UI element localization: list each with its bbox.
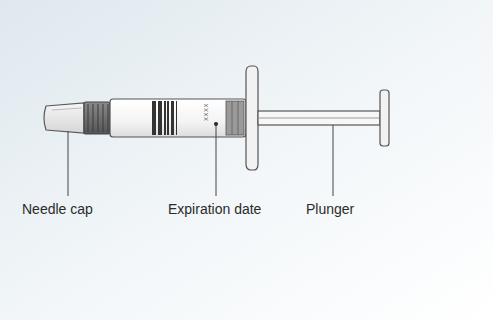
hub-rib bbox=[88, 104, 89, 132]
plunger-rod bbox=[258, 111, 380, 125]
needle-hub bbox=[84, 102, 110, 134]
hub-rib bbox=[93, 104, 94, 132]
barcode-bar bbox=[168, 101, 169, 135]
barcode-bar bbox=[173, 101, 174, 135]
barcode-bar bbox=[158, 101, 160, 135]
part-label: Needle cap bbox=[22, 201, 93, 218]
leader-line bbox=[216, 124, 217, 196]
part-label: Expiration date bbox=[168, 201, 261, 218]
hub-rib bbox=[103, 104, 104, 132]
barcode-bar bbox=[155, 101, 156, 135]
needle-cap bbox=[44, 103, 84, 133]
stopper-rib bbox=[232, 101, 233, 135]
leader-line bbox=[68, 131, 69, 196]
rod-rib bbox=[258, 118, 380, 119]
syringe-barrel bbox=[110, 99, 246, 137]
barcode-bar bbox=[176, 101, 177, 135]
hub-rib bbox=[98, 104, 99, 132]
barcode-bar bbox=[167, 101, 168, 135]
finger-flange bbox=[246, 66, 258, 170]
cap-highlight bbox=[52, 108, 82, 110]
barcode-bar bbox=[160, 101, 161, 135]
leader-line bbox=[333, 125, 334, 196]
barcode-bar bbox=[152, 101, 154, 135]
hub-ribs bbox=[88, 104, 108, 132]
barcode-bar bbox=[171, 101, 173, 135]
printed-code: XXXX bbox=[203, 103, 210, 121]
part-label: Plunger bbox=[306, 201, 354, 218]
barcode-bar bbox=[161, 101, 162, 135]
plunger-stopper bbox=[226, 101, 244, 135]
thumb-rest bbox=[380, 90, 389, 146]
barcode-bar bbox=[154, 101, 155, 135]
hub-rib bbox=[108, 104, 109, 132]
stopper-rib bbox=[238, 101, 239, 135]
barcode bbox=[152, 101, 177, 135]
barcode-bar bbox=[164, 101, 166, 135]
